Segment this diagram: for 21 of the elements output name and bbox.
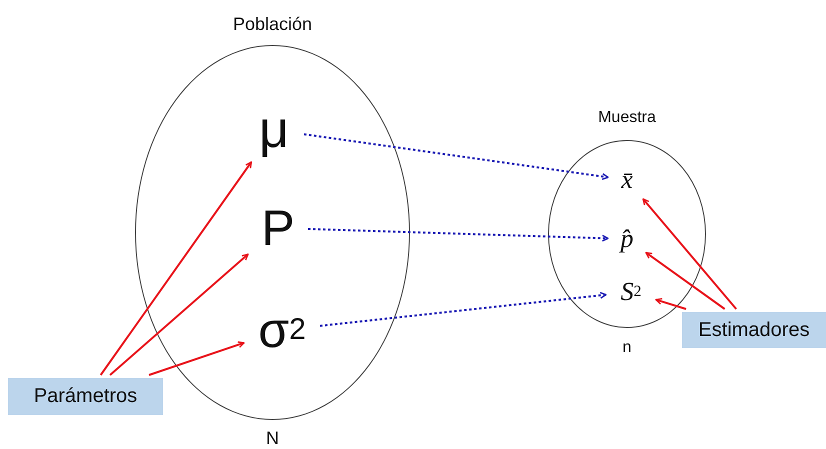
arrow — [655, 298, 686, 310]
math-symbol: S$^{2}$ — [609, 275, 653, 309]
arrow — [304, 133, 609, 180]
arrow — [148, 341, 245, 376]
set-heading: Muestra — [598, 109, 656, 127]
math-symbol: P — [251, 199, 305, 257]
arrow — [109, 254, 249, 376]
size-label: n — [622, 339, 632, 357]
arrow — [308, 228, 609, 242]
label-box: Parámetros — [8, 378, 163, 415]
math-symbol: μ — [247, 101, 301, 159]
set-heading: Población — [232, 14, 312, 35]
arrow — [645, 252, 726, 310]
size-label: N — [266, 428, 279, 449]
math-symbol: p̂ — [611, 222, 643, 256]
arrow — [642, 198, 737, 310]
math-symbol: x̄ — [611, 164, 643, 196]
arrow — [100, 161, 252, 376]
math-symbol: σ$^{2}$ — [247, 301, 317, 359]
label-box: Estimadores — [682, 312, 826, 348]
arrow — [320, 292, 607, 327]
